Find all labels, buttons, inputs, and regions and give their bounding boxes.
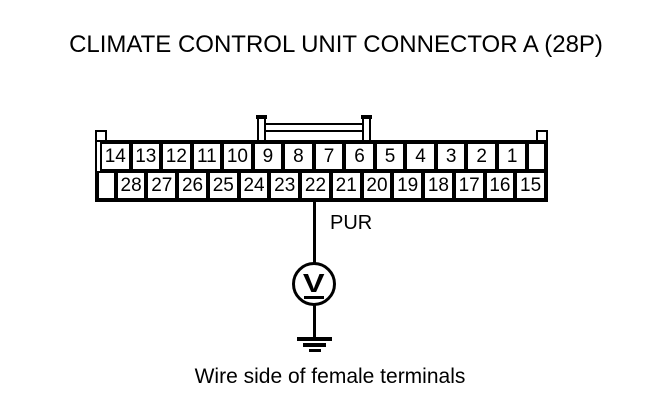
- pin-cell-16: 16: [484, 171, 516, 200]
- diagram-title: CLIMATE CONTROL UNIT CONNECTOR A (28P): [69, 31, 603, 58]
- pin-cell-20: 20: [361, 171, 393, 200]
- ground-icon-bar3: [309, 349, 321, 352]
- pin-cell-23: 23: [269, 171, 301, 200]
- pin-cell-19: 19: [392, 171, 424, 200]
- voltmeter-underline: [304, 295, 324, 299]
- pin-cell-24: 24: [238, 171, 270, 200]
- pin-cell-12: 12: [161, 142, 192, 171]
- wire-line-pin22: [313, 200, 316, 264]
- connector-latch-bar: [261, 123, 371, 132]
- latch-post-right: [361, 115, 372, 142]
- caption-text: Wire side of female terminals: [194, 365, 466, 388]
- pin-cell-8: 8: [283, 142, 314, 171]
- voltmeter-letter: V: [303, 267, 325, 298]
- ground-wire-line: [313, 303, 316, 338]
- pin-cell-3: 3: [435, 142, 467, 171]
- pin-cell-14: 14: [100, 142, 131, 171]
- pin-cell-13: 13: [130, 142, 162, 171]
- wire-color-label: PUR: [330, 212, 373, 234]
- voltmeter-icon: V: [292, 262, 336, 306]
- pin-cell-25: 25: [207, 171, 239, 200]
- pin-cell-2: 2: [466, 142, 497, 171]
- pin-cell-22: 22: [300, 171, 331, 200]
- pin-cell-11: 11: [191, 142, 223, 171]
- pin-cell-5: 5: [374, 142, 406, 171]
- pin-cell-21: 21: [330, 171, 362, 200]
- pin-cell-10: 10: [222, 142, 253, 171]
- pin-cell-18: 18: [423, 171, 454, 200]
- pin-cell-27: 27: [146, 171, 178, 200]
- ground-icon-bar2: [303, 343, 326, 347]
- blank-cell: [97, 171, 116, 200]
- pin-cell-4: 4: [405, 142, 436, 171]
- pin-cell-6: 6: [344, 142, 375, 171]
- pin-cell-7: 7: [313, 142, 345, 171]
- latch-post-left: [256, 115, 267, 142]
- pin-cell-28: 28: [115, 171, 147, 200]
- ground-icon: [297, 337, 332, 341]
- pin-cell-9: 9: [252, 142, 284, 171]
- pin-cell-1: 1: [496, 142, 528, 171]
- pin-cell-26: 26: [177, 171, 208, 200]
- connector-corner-tab-left: [95, 130, 107, 142]
- connector-corner-tab-right: [536, 130, 548, 142]
- pin-cell-15: 15: [515, 171, 546, 200]
- pin-cell-17: 17: [453, 171, 485, 200]
- blank-cell: [527, 142, 547, 171]
